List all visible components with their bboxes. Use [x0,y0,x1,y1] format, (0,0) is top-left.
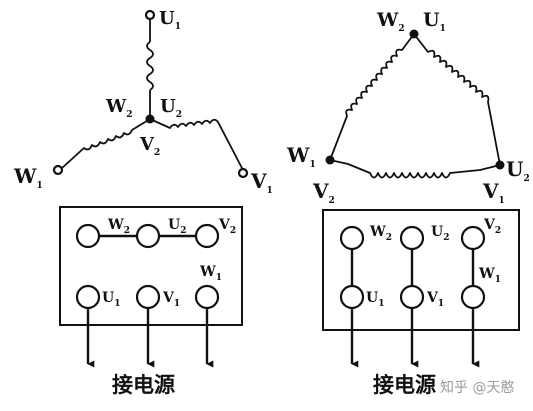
star-connection: U1 W2 U2 V2 W1 V1 W2 U2 V2 U1 V1 W1 接电源 [13,8,273,397]
delta-coil-left [329,33,415,161]
watermark: 知乎 @天憨 [440,379,514,396]
delta-caption: 接电源 [373,373,436,397]
star-board-u1 [75,284,101,310]
delta-right-bottom-label: V1 [482,179,505,206]
delta-board-label-top-2: U2 [431,224,449,243]
delta-board-w2 [339,225,365,251]
star-board-u2 [135,223,161,249]
star-coil-w [61,118,151,169]
star-center-right-label: U2 [160,96,182,120]
star-board-v1 [135,284,161,310]
delta-coil-right [413,33,501,166]
star-board-label-bottom-1: U1 [102,290,120,309]
delta-top-right-label: U1 [423,9,446,34]
star-center-left-label: W2 [105,96,132,120]
star-left-label: W1 [13,164,43,191]
star-board-label-bottom-2: V1 [162,290,180,309]
star-board-w1 [194,284,220,310]
delta-board-label-bottom-3: W1 [478,266,501,285]
delta-board-w1 [460,284,486,310]
delta-left-top-label: W1 [286,143,316,170]
delta-top-left-label: W2 [376,9,405,34]
star-center-bottom-label: V2 [139,134,160,158]
star-board-label-top-3: V2 [218,217,236,236]
delta-board-v2 [460,225,486,251]
delta-board-label-top-1: W2 [369,224,392,243]
star-coil-u [146,41,154,91]
star-top-terminal [144,9,156,21]
delta-board-label-bottom-1: U1 [366,290,384,309]
star-coil-v [149,118,244,171]
star-right-terminal [237,167,249,179]
delta-top-node [409,29,419,39]
delta-left-bottom-label: V2 [312,179,335,206]
delta-left-node [325,155,335,165]
delta-terminal-board [322,209,520,331]
star-top-label: U1 [159,8,181,32]
delta-board-v1 [399,284,425,310]
delta-board-u1 [339,284,365,310]
delta-board-label-top-3: V2 [483,217,501,236]
star-caption: 接电源 [112,373,175,397]
star-board-w2 [75,223,101,249]
star-board-label-top-1: W2 [107,217,130,236]
delta-board-label-bottom-2: V1 [426,290,444,309]
delta-right-top-label: U2 [506,157,530,184]
star-neutral-node [145,114,155,124]
star-board-label-bottom-3: W1 [199,264,222,283]
delta-connection: W2 U1 W1 V2 U2 V1 W2 U2 V2 U1 V1 W1 接电源 [286,9,530,397]
delta-board-u2 [399,225,425,251]
delta-right-node [495,160,505,170]
delta-coil-bottom [329,159,501,179]
star-left-terminal [52,164,64,176]
star-terminal-board [59,206,243,326]
star-board-v2 [194,223,220,249]
star-board-label-top-2: U2 [168,217,186,236]
star-right-label: V1 [250,169,273,196]
